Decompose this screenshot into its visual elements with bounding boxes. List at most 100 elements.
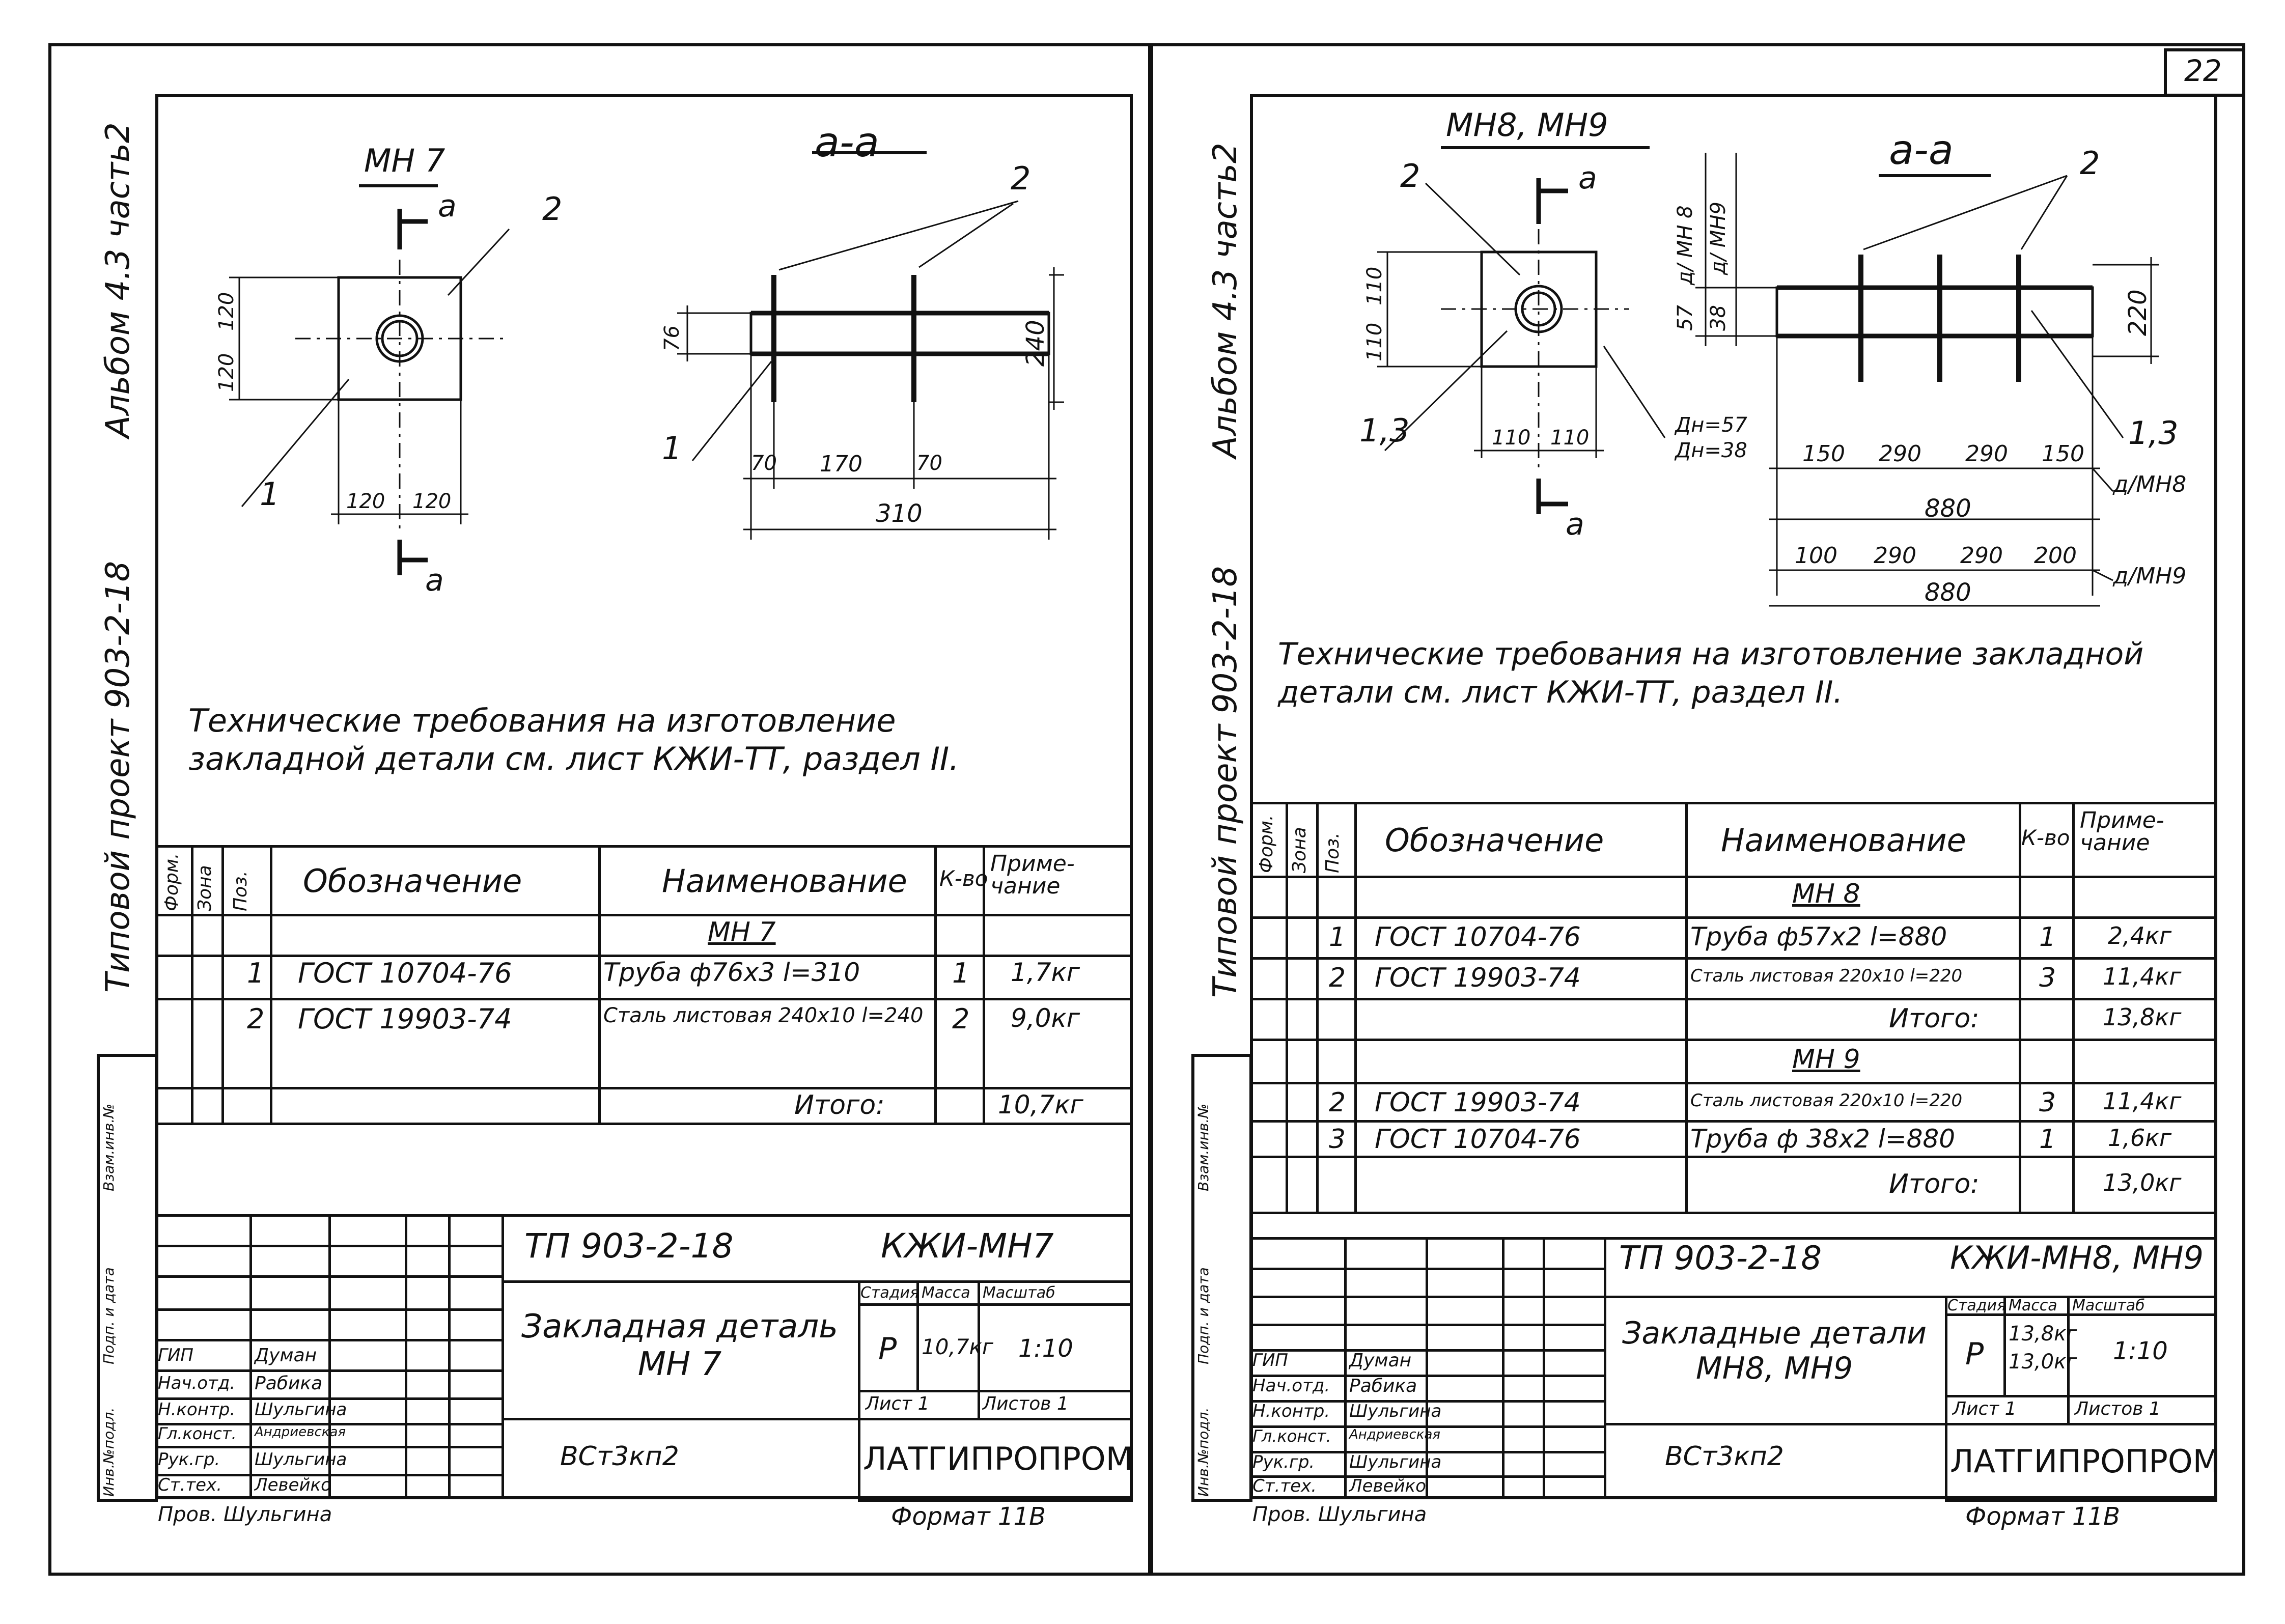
left-format: Формат 11В	[891, 1502, 1046, 1531]
right-role-5: Рук.гр.	[1252, 1452, 1315, 1472]
left-dim-310: 310	[876, 499, 923, 528]
right-hdr-zone: Зона	[1289, 827, 1310, 873]
left-person-3: Шульгина	[255, 1399, 347, 1420]
left-row1-note: 1,7кг	[1011, 958, 1080, 987]
left-row1-designation: ГОСТ 10704-76	[298, 957, 512, 989]
right-person-4: Андриевская	[1349, 1427, 1441, 1442]
right-g2r1-qty: 3	[2039, 1087, 2056, 1118]
right-person-5: Шульгина	[1349, 1452, 1442, 1472]
right-sheet-label: Лист 1	[1953, 1398, 2017, 1419]
left-dim-70-a: 70	[751, 452, 777, 475]
right-pos-13-section: 1,3	[2128, 414, 2179, 452]
left-note-line-2: закладной детали см. лист КЖИ-ТТ, раздел…	[188, 740, 959, 777]
left-mass-label: Масса	[922, 1284, 970, 1302]
right-g2r2-name: Труба ф 38х2 l=880	[1690, 1124, 1956, 1154]
right-g1r1-designation: ГОСТ 10704-76	[1375, 922, 1581, 953]
left-hdr-note: Приме-чание	[990, 851, 1075, 899]
right-role-2: Нач.отд.	[1252, 1376, 1330, 1396]
left-sheet-border	[48, 43, 1153, 1576]
left-section-mark-bottom: а	[425, 563, 444, 598]
right-mass-2: 13,0кг	[2009, 1350, 2077, 1374]
right-person-6: Левейко	[1349, 1476, 1426, 1496]
right-hdr-form: Форм.	[1256, 815, 1277, 873]
right-scale: 1:10	[2113, 1337, 2168, 1365]
left-person-5: Шульгина	[255, 1449, 347, 1470]
left-hdr-name: Наименование	[662, 862, 907, 900]
right-role-1: ГИП	[1252, 1350, 1288, 1370]
right-section-title: а-а	[1889, 126, 1954, 174]
right-g2r1-note: 11,4кг	[2103, 1087, 2182, 1115]
left-row2-note: 9,0кг	[1011, 1003, 1080, 1033]
right-g1r1-name: Труба ф57х2 l=880	[1690, 922, 1947, 951]
right-r1-2: 290	[1879, 441, 1921, 467]
left-person-1: Думан	[255, 1345, 317, 1366]
left-dim-70-b: 70	[916, 452, 942, 475]
left-sheet-label: Лист 1	[866, 1393, 930, 1414]
left-dim-120-c: 120	[346, 490, 385, 513]
right-r2-total: 880	[1925, 578, 1971, 607]
right-person-1: Думан	[1349, 1350, 1412, 1371]
right-g1r2-name: Сталь листовая 220х10 l=220	[1690, 966, 1963, 986]
right-r2-4: 200	[2034, 543, 2077, 569]
left-group-title: МН 7	[708, 917, 776, 947]
left-dim-120-d: 120	[412, 490, 452, 513]
left-section-mark-top: а	[438, 188, 457, 224]
right-r1-1: 150	[1802, 441, 1845, 467]
left-pos-2-plate: 2	[542, 190, 563, 228]
left-row2-qty: 2	[952, 1003, 970, 1035]
right-g1-total-value: 13,8кг	[2103, 1003, 2182, 1031]
right-mass-label: Масса	[2009, 1297, 2057, 1314]
right-sheet-border	[1148, 43, 2245, 1576]
left-role-1: ГИП	[158, 1345, 193, 1365]
left-dim-170: 170	[820, 451, 862, 477]
left-stamp-strip	[97, 1054, 158, 1502]
left-scale: 1:10	[1018, 1334, 1073, 1363]
left-role-3: Н.контр.	[158, 1399, 236, 1420]
left-sheet-code: КЖИ-МН7	[881, 1226, 1054, 1266]
left-section-title: а-а	[815, 119, 879, 166]
left-total-value: 10,7кг	[998, 1090, 1083, 1119]
right-dim-110-a: 110	[1363, 266, 1386, 305]
right-stage-label: Стадия	[1947, 1297, 2007, 1314]
right-section-mark-bottom: а	[1566, 507, 1584, 542]
right-g1r1-note: 2,4кг	[2108, 922, 2172, 949]
left-mass: 10,7кг	[922, 1334, 993, 1359]
right-r2-tag: д/МН9	[2113, 563, 2187, 589]
right-g1r2-pos: 2	[1329, 963, 1346, 993]
right-g1r1-qty: 1	[2039, 922, 2056, 953]
left-pos-2-section: 2	[1011, 160, 1031, 197]
right-material: ВСт3кп2	[1665, 1441, 1784, 1472]
left-row1-name: Труба ф76х3 l=310	[603, 958, 860, 987]
left-note-line-1: Технические требования на изготовление	[188, 702, 896, 739]
right-pos-2-section: 2	[2080, 145, 2100, 182]
left-scale-label: Масштаб	[983, 1284, 1055, 1302]
left-row2-name: Сталь листовая 240х10 l=240	[603, 1004, 924, 1027]
right-role-6: Ст.тех.	[1252, 1476, 1317, 1496]
right-g2r2-designation: ГОСТ 10704-76	[1375, 1124, 1581, 1155]
right-r1-tag: д/МН8	[2113, 471, 2187, 497]
right-title: Закладные детали МН8, МН9	[1622, 1315, 1927, 1386]
right-r2-3: 290	[1960, 543, 2003, 569]
right-dim-110-b: 110	[1363, 322, 1386, 361]
right-g2r1-designation: ГОСТ 19903-74	[1375, 1087, 1581, 1118]
left-row1-pos: 1	[247, 957, 265, 989]
right-group2-title: МН 9	[1792, 1044, 1860, 1075]
left-hdr-qty: К-во	[939, 866, 988, 891]
right-checked-by: Пров. Шульгина	[1252, 1503, 1427, 1526]
right-dim-110-d: 110	[1550, 426, 1590, 450]
right-group1-title: МН 8	[1792, 879, 1860, 909]
right-drawing-frame	[1250, 94, 2217, 1499]
left-role-4: Гл.конст.	[158, 1424, 237, 1443]
left-row1-qty: 1	[952, 957, 970, 989]
right-hdr-designation: Обозначение	[1385, 822, 1604, 859]
right-g2-total-label: Итого:	[1889, 1169, 1980, 1199]
right-stage: Р	[1965, 1336, 1984, 1372]
left-row2-pos: 2	[247, 1003, 265, 1035]
left-view-title: МН 7	[364, 142, 445, 179]
right-scale-label: Масштаб	[2072, 1297, 2145, 1314]
right-sheet-code: КЖИ-МН8, МН9	[1950, 1239, 2204, 1276]
left-role-6: Ст.тех.	[158, 1475, 222, 1495]
right-dn38: Дн=38	[1675, 439, 1747, 462]
